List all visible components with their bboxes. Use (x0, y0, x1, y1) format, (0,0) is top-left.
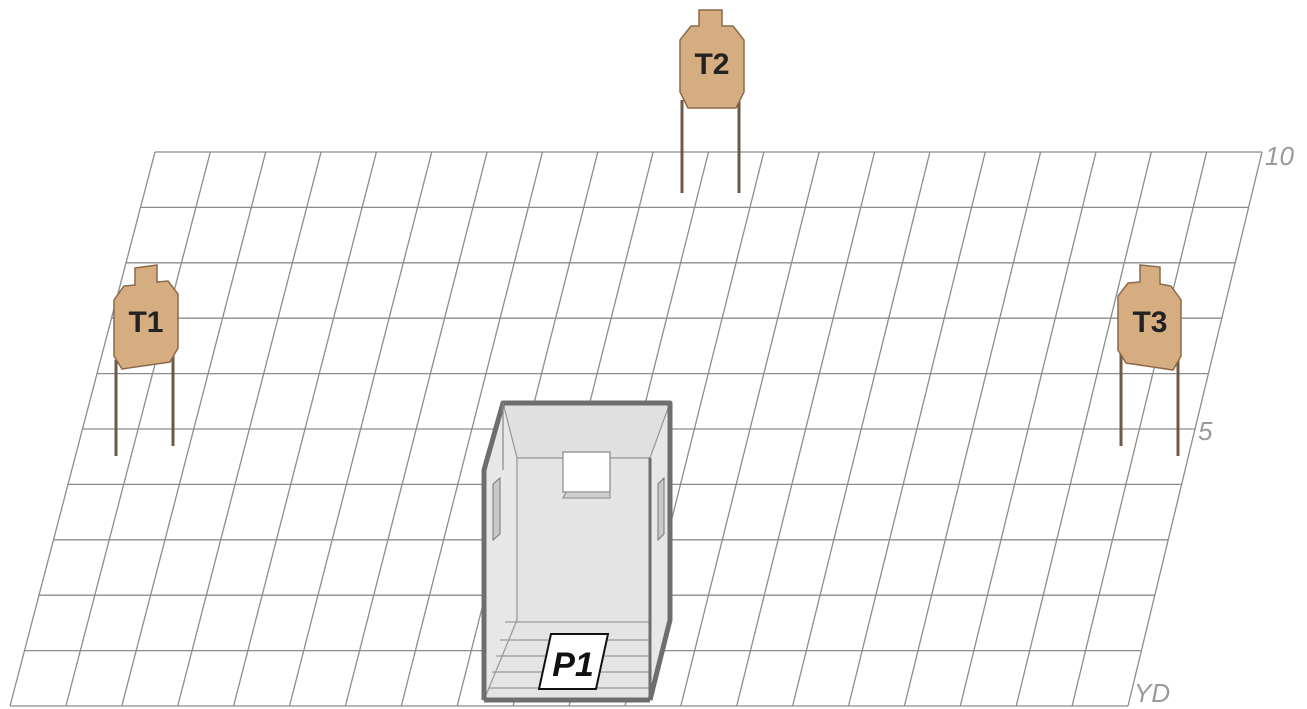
shooting-booth[interactable]: P1 (481, 400, 673, 703)
grid-column-line (1015, 151, 1152, 707)
target-t1[interactable]: T1 (113, 264, 179, 456)
shooting-position-p1[interactable]: P1 (537, 633, 610, 690)
grid-column-line (847, 151, 986, 707)
grid-column-line (791, 151, 931, 707)
grid-column-line (344, 151, 488, 707)
target-t2-silhouette (679, 9, 745, 109)
grid-column-line (1071, 151, 1208, 707)
grid-column-line (1127, 151, 1263, 707)
grid-column-line (736, 151, 876, 707)
target-t2-label: T2 (694, 48, 729, 81)
grid-column-line (177, 151, 322, 707)
grid-column-line (680, 151, 820, 707)
grid-column-line (903, 151, 1042, 707)
grid-column-line (959, 151, 1097, 707)
grid-column-line (232, 151, 378, 707)
booth-window-port[interactable] (562, 451, 611, 493)
target-t1-label: T1 (128, 306, 163, 339)
booth-left-port[interactable] (492, 476, 501, 542)
target-t3[interactable]: T3 (1117, 264, 1182, 456)
grid-column-line (65, 151, 211, 707)
grid-column-line (400, 151, 544, 707)
scale-label-yd: YD (1134, 678, 1170, 708)
target-t3-silhouette (1117, 264, 1182, 371)
booth-right-port[interactable] (657, 476, 665, 542)
target-t3-label: T3 (1132, 306, 1167, 339)
grid-column-line (121, 151, 267, 707)
grid-column-line (9, 151, 156, 707)
booth-frame (481, 400, 673, 701)
position-marker-box (537, 633, 610, 690)
grid-column-line (288, 151, 433, 707)
scale-label-5: 5 (1198, 416, 1213, 446)
booth-back-wall (502, 402, 671, 459)
target-t2[interactable]: T2 (679, 9, 745, 193)
target-t1-silhouette (113, 264, 179, 370)
booth-window-sill (562, 491, 611, 499)
position-label: P1 (552, 646, 594, 684)
scale-label-10: 10 (1265, 141, 1294, 171)
